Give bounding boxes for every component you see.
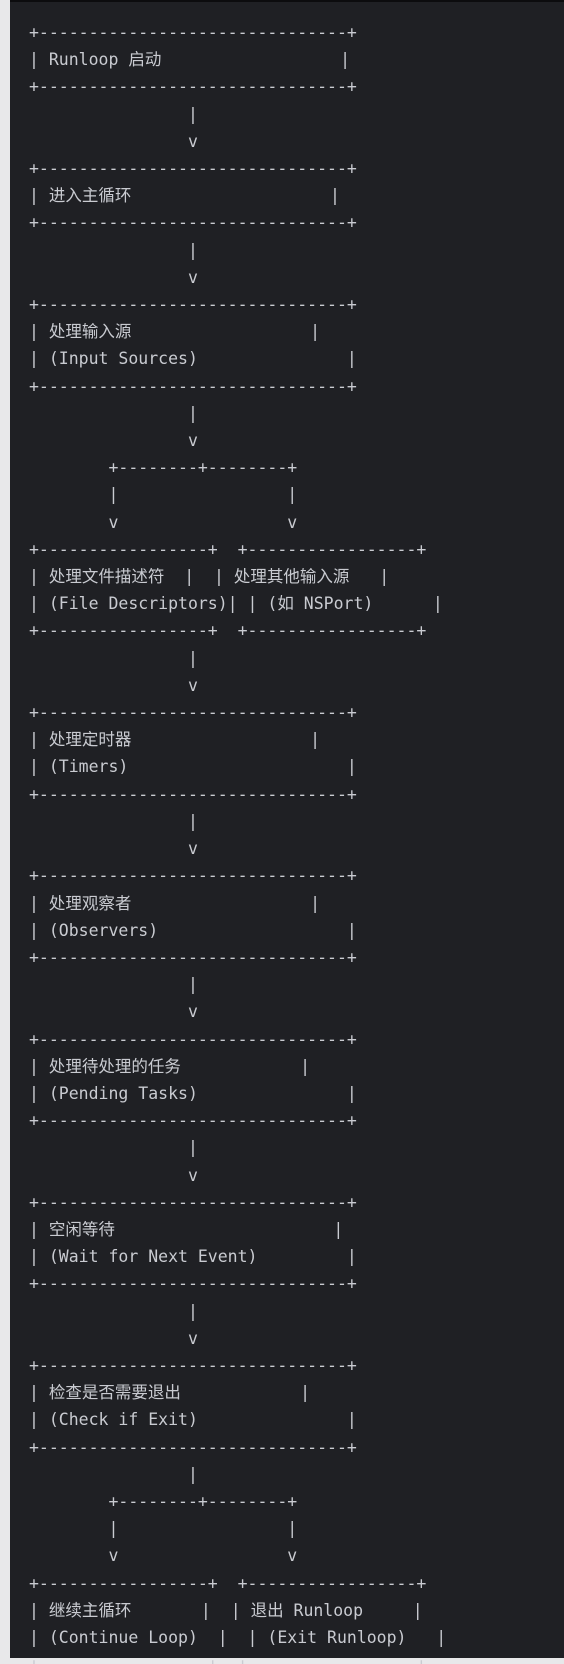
code-line: | 进入主循环 |: [29, 186, 340, 206]
code-line: |: [29, 811, 198, 831]
code-line: +-------------------------------+: [29, 159, 357, 179]
code-line: +-------------------------------+: [29, 23, 357, 42]
code-line: | (Wait for Next Event) |: [29, 1247, 357, 1267]
code-line: | 处理观察者 |: [29, 893, 321, 913]
code-line: +--------+--------+: [29, 458, 298, 478]
code-line: v: [29, 131, 198, 151]
code-line: +-----------------+ +-----------------+: [29, 621, 427, 641]
code-line: |: [29, 1301, 198, 1321]
code-line: | 处理文件描述符 | | 处理其他输入源 |: [29, 567, 390, 587]
code-line: | (Pending Tasks) |: [29, 1083, 357, 1103]
code-line: | Runloop 启动 |: [29, 50, 351, 70]
code-line: | 空闲等待 |: [29, 1219, 344, 1239]
code-line: | (Continue Loop) | | (Exit Runloop) |: [29, 1627, 447, 1647]
code-line: | 处理待处理的任务 |: [29, 1056, 311, 1076]
code-line: |: [29, 975, 198, 995]
code-line: +-------------------------------+: [29, 703, 357, 723]
code-line: v v: [29, 1546, 298, 1566]
code-line: +-------------------------------+: [29, 784, 357, 804]
code-line: | (Timers) |: [29, 757, 357, 777]
code-line: +-----------------+ +-----------------+: [29, 1651, 446, 1664]
code-line: | 继续主循环 | | 退出 Runloop |: [29, 1600, 423, 1620]
code-line: | (Observers) |: [29, 920, 357, 940]
code-line: +-------------------------------+: [29, 1355, 357, 1375]
code-line: +-------------------------------+: [29, 376, 357, 396]
code-line: +-------------------------------+: [29, 295, 357, 315]
code-line: +-------------------------------+: [29, 213, 357, 233]
code-line: |: [29, 648, 198, 668]
code-line: +-------------------------------+: [29, 1192, 357, 1212]
code-line: | 检查是否需要退出 |: [29, 1383, 311, 1403]
code-line: v: [29, 1002, 198, 1022]
code-block[interactable]: +-------------------------------+ | Runlo…: [10, 0, 564, 1664]
code-line: | (Input Sources) |: [29, 349, 357, 369]
code-line: v: [29, 1165, 198, 1185]
code-line: |: [29, 1138, 198, 1158]
code-line: +-------------------------------+: [29, 1029, 357, 1049]
code-line: +-------------------------------+: [29, 77, 357, 97]
code-line: | 处理输入源 |: [29, 322, 321, 342]
code-line: +-------------------------------+: [29, 1111, 357, 1131]
code-line: |: [29, 1464, 198, 1484]
code-line: +--------+--------+: [29, 1491, 298, 1511]
code-line: | (File Descriptors)| | (如 NSPort) |: [29, 594, 443, 614]
code-line: v: [29, 267, 198, 287]
code-line: +-----------------+ +-----------------+: [29, 1573, 427, 1593]
code-line: |: [29, 403, 198, 423]
code-line: v: [29, 1328, 198, 1348]
code-line: | (Check if Exit) |: [29, 1410, 357, 1430]
code-line: v: [29, 675, 198, 695]
code-line: | 处理定时器 |: [29, 730, 321, 750]
code-line: v: [29, 431, 198, 451]
code-line: +-------------------------------+: [29, 947, 357, 967]
flowchart-text: +-------------------------------+ | Runlo…: [29, 19, 446, 1664]
code-line: | |: [29, 485, 298, 505]
code-line: | |: [29, 1519, 298, 1539]
code-line: v v: [29, 512, 298, 532]
code-line: |: [29, 104, 198, 124]
code-line: v: [29, 839, 198, 859]
code-line: +-----------------+ +-----------------+: [29, 539, 427, 559]
code-line: +-------------------------------+: [29, 866, 357, 886]
code-line: |: [29, 240, 198, 260]
code-line: +-------------------------------+: [29, 1437, 357, 1457]
code-line: +-------------------------------+: [29, 1274, 357, 1294]
